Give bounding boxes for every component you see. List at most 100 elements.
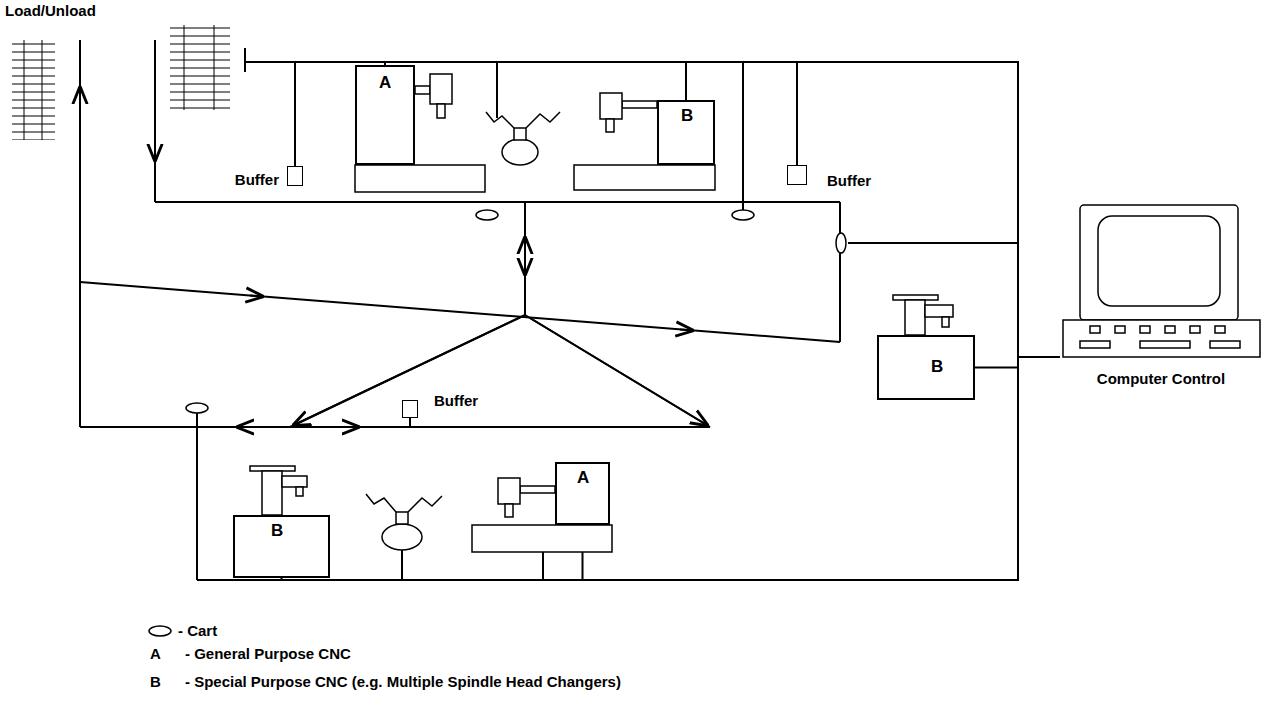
spindle-head-part — [600, 93, 622, 119]
cart-part — [186, 403, 208, 413]
computer-label: Computer Control — [1060, 370, 1262, 387]
special-cnc-machine: B — [657, 100, 715, 165]
conveyor-track-part — [530, 318, 707, 425]
robot-part — [514, 128, 526, 140]
load-unload-rack-part — [170, 25, 230, 110]
conveyor-track-part — [680, 329, 692, 330]
conveyor-track-part — [294, 317, 520, 425]
machine-base-part — [574, 165, 715, 190]
control-bus-part — [401, 550, 403, 580]
load-unload-rack-part — [42, 40, 43, 140]
buffer-label: Buffer — [827, 172, 871, 189]
conveyor-track-part — [154, 150, 156, 160]
control-bus-part — [196, 412, 198, 580]
special-cnc-machine: B — [233, 515, 330, 578]
robot — [366, 112, 560, 550]
legend-text: - Cart — [178, 622, 217, 639]
control-bus — [197, 48, 1018, 580]
buffer-station: Buffer — [402, 400, 418, 418]
general-cnc-machine: A — [355, 65, 415, 165]
load-unload-rack-part — [24, 40, 25, 140]
spindle-head-part — [606, 119, 614, 132]
load-unload-rack — [12, 25, 230, 140]
legend-cart-sample — [149, 626, 171, 636]
computer-terminal-part — [1140, 326, 1150, 333]
special-cnc-machine: B — [877, 335, 975, 400]
control-bus-part — [245, 61, 1018, 63]
conveyor-track-part — [154, 40, 156, 202]
legend-row: - Cart — [178, 622, 217, 639]
cart-part — [732, 210, 754, 220]
robot-part — [502, 139, 538, 165]
conveyor-track-part — [250, 295, 262, 296]
legend-row: - Special Purpose CNC (e.g. Multiple Spi… — [185, 673, 621, 690]
computer-terminal-part — [1080, 205, 1238, 320]
conveyor-track-part — [80, 282, 840, 342]
legend-key: A — [150, 645, 161, 662]
conveyor-track-part — [80, 426, 710, 428]
robot-part — [396, 512, 408, 524]
computer-terminal-part — [1063, 320, 1260, 357]
spindle-head-part — [925, 305, 953, 317]
cart-part — [476, 210, 498, 220]
computer-terminal-part — [1215, 326, 1225, 333]
spindle-head-part — [430, 74, 452, 104]
machine-base-part — [472, 525, 612, 552]
spindle-head-part — [905, 300, 925, 335]
legend-cart-sample-part — [149, 626, 171, 636]
spindle-head-part — [262, 471, 282, 515]
computer-terminal — [1063, 205, 1260, 357]
control-wire — [583, 357, 1061, 580]
spindle-head-part — [505, 504, 513, 517]
machine-letter: A — [379, 73, 391, 93]
control-bus-part — [742, 62, 744, 210]
load-unload-rack-part — [184, 25, 185, 110]
cart-part — [836, 233, 846, 253]
control-wire — [385, 62, 1060, 357]
spindle-head-part — [498, 478, 520, 504]
control-bus-part — [496, 62, 498, 118]
control-bus-part — [1017, 62, 1019, 580]
computer-terminal-part — [1090, 326, 1100, 333]
conveyor-track-part — [524, 262, 526, 274]
general-cnc-machine: A — [555, 462, 610, 525]
machine-base — [355, 165, 715, 552]
conveyor-track-part — [524, 202, 526, 315]
computer-terminal-part — [1098, 216, 1220, 306]
computer-terminal-part — [1190, 326, 1200, 333]
control-bus-part — [409, 418, 411, 427]
robot-part — [486, 112, 514, 128]
computer-terminal-part — [1115, 326, 1125, 333]
station-label: Load/Unload — [5, 2, 96, 19]
computer-terminal-part — [1080, 341, 1110, 348]
conveyor-track — [80, 40, 840, 427]
control-bus-part — [542, 552, 544, 580]
buffer-label: Buffer — [235, 171, 279, 188]
control-bus-part — [197, 579, 1018, 581]
computer-terminal-part — [1210, 341, 1240, 348]
buffer-label: Buffer — [434, 392, 478, 409]
machine-base-part — [355, 165, 485, 192]
control-wire — [797, 62, 1060, 357]
load-unload-rack-part — [12, 40, 55, 140]
control-wire — [295, 62, 1060, 357]
robot-part — [366, 494, 396, 512]
spindle-head-part — [296, 487, 303, 496]
legend-text: - General Purpose CNC — [185, 645, 351, 662]
computer-terminal-part — [1140, 341, 1190, 348]
robot-part — [408, 496, 442, 512]
spindle-head-part — [415, 86, 430, 94]
conveyor-track-part — [345, 426, 358, 428]
buffer-station: Buffer — [787, 165, 807, 185]
spindle-head-part — [942, 317, 949, 327]
legend-text: - Special Purpose CNC (e.g. Multiple Spi… — [185, 673, 621, 690]
conveyor-track-part — [525, 315, 710, 427]
spindle-head-part — [282, 476, 307, 487]
machine-letter: B — [931, 357, 943, 377]
load-unload-rack-part — [214, 25, 215, 110]
control-bus-part — [244, 48, 246, 72]
conveyor-track-part — [155, 201, 840, 203]
computer-terminal-part — [1165, 326, 1175, 333]
